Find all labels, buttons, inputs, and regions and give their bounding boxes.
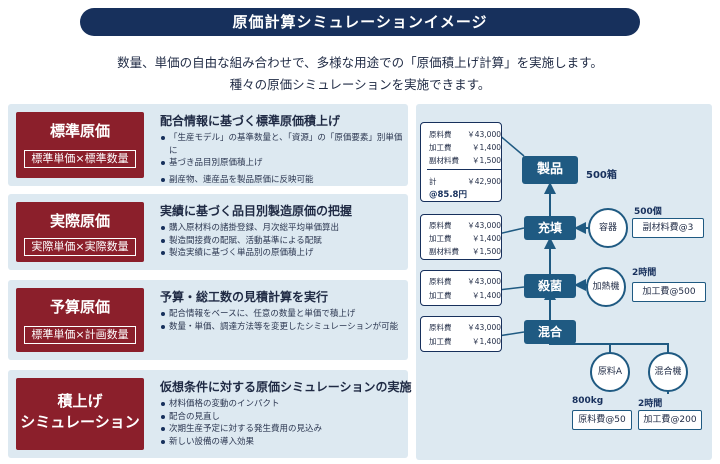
card-budget-cost: 予算原価 標準単価×計画数量 予算・総工数の見積計算を実行 配合情報をベースに、… [8, 280, 408, 360]
cost-summary-box-mix: 原料費￥43,000 加工費￥1,400 [420, 316, 502, 352]
cost-row: 原料費￥43,000 [429, 221, 501, 230]
badge-title: 実際原価 [49, 212, 110, 230]
list-item: 配合の見直し [160, 411, 404, 424]
bullet-list: 購入原材料の諸掛登録、月次総平均単価算出 製造間接費の配賦、活動基準による配賦 … [160, 222, 404, 260]
badge-title-line-2: シミュレーション [20, 413, 140, 431]
cost-summary-box-product: 原料費￥43,000 加工費￥1,400 副材料費￥1,500 計￥42,900… [420, 122, 502, 202]
card-actual-cost: 実際原価 実際単価×実際数量 実績に基づく品目別製造原価の把握 購入原材料の諸掛… [8, 194, 408, 270]
badge-title: 積上げ [57, 392, 103, 410]
card-simulation: 積上げ シミュレーション 仮想条件に対する原価シミュレーションの実施 材料価格の… [8, 370, 412, 458]
badge-formula: 標準単価×標準数量 [24, 150, 136, 168]
mixer-cost: 加工費@200 [638, 410, 702, 430]
cost-row: 原料費￥43,000 [429, 130, 501, 139]
card-heading: 仮想条件に対する原価シミュレーションの実施 [160, 380, 412, 394]
list-item: 数量・単価、調達方法等を変更したシミュレーションが可能 [160, 321, 404, 334]
list-item: 副産物、連産品を製品原価に反映可能 [160, 174, 404, 187]
page-title: 原価計算シミュレーションイメージ [80, 8, 640, 36]
divider [427, 169, 501, 170]
badge-title: 標準原価 [49, 122, 110, 140]
cost-flow-diagram: 原料費￥43,000 加工費￥1,400 副材料費￥1,500 計￥42,900… [416, 104, 712, 460]
badge-title: 予算原価 [49, 298, 110, 316]
connector-mixer [610, 343, 669, 354]
badge-simulation: 積上げ シミュレーション [16, 378, 144, 450]
container-quantity: 500個 [634, 207, 662, 217]
unit-price: @85.8円 [429, 190, 467, 200]
cost-row: 副材料費￥1,500 [429, 247, 501, 256]
node-product: 製品 [522, 156, 578, 184]
cost-row: 加工費￥1,400 [429, 291, 501, 300]
resource-mixer: 混合機 [648, 352, 688, 392]
intro-line-1: 数量、単価の自由な組み合わせで、多様な用途での「原価積上げ計算」を実施します。 [117, 55, 603, 70]
card-heading: 実績に基づく品目別製造原価の把握 [160, 204, 353, 218]
link-box2 [497, 227, 525, 235]
list-item: 製造間接費の配賦、活動基準による配賦 [160, 235, 404, 248]
resource-material-a: 原料A [590, 352, 630, 392]
card-standard-cost: 標準原価 標準単価×標準数量 配合情報に基づく標準原価積上げ 「生産モデル」の基… [8, 104, 408, 186]
link-box1 [497, 133, 525, 157]
list-item: 製造実績に基づく単品別の原価積上げ [160, 247, 404, 260]
list-item: 次期生産予定に対する発生費用の見込み [160, 423, 404, 436]
cost-row: 加工費￥1,400 [429, 337, 501, 346]
list-item: 新しい設備の導入効果 [160, 436, 404, 449]
node-mix: 混合 [524, 320, 576, 344]
cost-summary-box-fill: 原料費￥43,000 加工費￥1,400 副材料費￥1,500 [420, 214, 502, 260]
heater-time: 2時間 [632, 268, 657, 278]
resource-heater: 加熱機 [586, 267, 626, 307]
card-heading: 配合情報に基づく標準原価積上げ [160, 114, 341, 128]
cost-row: 原料費￥43,000 [429, 277, 501, 286]
card-heading: 予算・総工数の見積計算を実行 [160, 290, 329, 304]
list-item-continued: 基づき品目別原価積上げ [160, 157, 404, 170]
material-cost: 原料費@50 [572, 410, 632, 430]
cost-row: 加工費￥1,400 [429, 143, 501, 152]
link-box3 [497, 286, 525, 291]
resource-container: 容器 [588, 208, 628, 248]
list-item: 材料価格の変動のインパクト [160, 398, 404, 411]
mixer-time: 2時間 [638, 399, 663, 409]
bullet-list: 材料価格の変動のインパクト 配合の見直し 次期生産予定に対する発生費用の見込み … [160, 398, 404, 448]
bullet-list: 「生産モデル」の基準数量と、「資源」の「原価要素」別単価に 基づき品目別原価積上… [160, 132, 404, 186]
flow-connectors [497, 133, 669, 394]
node-sterilize: 殺菌 [524, 274, 576, 298]
badge-standard-cost: 標準原価 標準単価×標準数量 [16, 112, 144, 178]
cost-row: 副材料費￥1,500 [429, 156, 501, 165]
cost-summary-box-sterilize: 原料費￥43,000 加工費￥1,400 [420, 270, 502, 306]
node-fill: 充填 [524, 216, 576, 240]
intro-line-2: 種々の原価シミュレーションを実施できます。 [229, 77, 491, 92]
container-cost: 副材料費@3 [632, 218, 704, 238]
list-item: 「生産モデル」の基準数量と、「資源」の「原価要素」別単価に [160, 132, 404, 157]
badge-formula: 標準単価×計画数量 [24, 326, 136, 344]
list-item: 購入原材料の諸掛登録、月次総平均単価算出 [160, 222, 404, 235]
link-box4 [497, 331, 525, 337]
cost-row: 原料費￥43,000 [429, 323, 501, 332]
product-quantity: 500箱 [586, 170, 617, 181]
heater-cost: 加工費@500 [632, 282, 706, 302]
list-item: 配合情報をベースに、任意の数量と単価で積上げ [160, 308, 404, 321]
bullet-list: 配合情報をベースに、任意の数量と単価で積上げ 数量・単価、調達方法等を変更したシ… [160, 308, 404, 333]
badge-budget-cost: 予算原価 標準単価×計画数量 [16, 288, 144, 352]
cost-total-row: 計￥42,900 [429, 177, 501, 186]
material-quantity: 800kg [572, 396, 604, 406]
cost-row: 加工費￥1,400 [429, 234, 501, 243]
badge-actual-cost: 実際原価 実際単価×実際数量 [16, 202, 144, 262]
badge-formula: 実際単価×実際数量 [24, 238, 136, 256]
